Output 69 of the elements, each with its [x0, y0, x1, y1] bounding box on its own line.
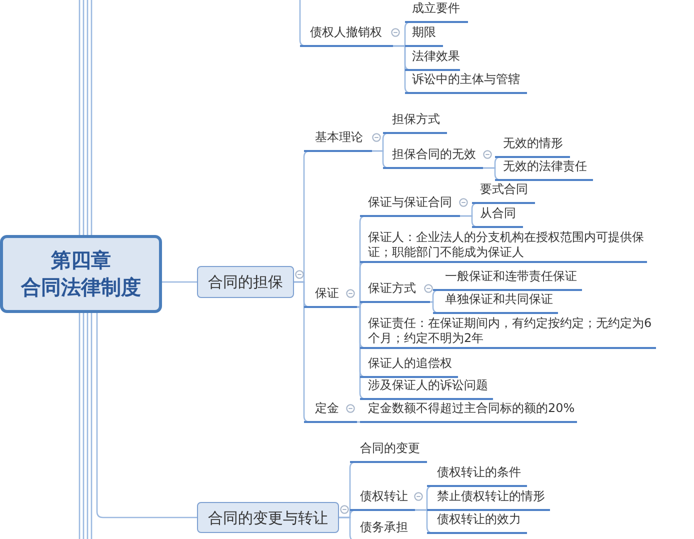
- subtopic-text: 保证人：企业法人的分支机构在授权范围内可提供保证；职能部门不能成为保证人: [368, 230, 645, 260]
- subtopic-text: 一般保证和连带责任保证: [445, 269, 577, 284]
- subtopic-text: 定金数额不得超过主合同标的额的20%: [368, 401, 575, 416]
- subtopic: [405, 25, 443, 47]
- connector-line: [78, 313, 80, 539]
- connector-line: [90, 0, 92, 235]
- subtopic-text: 保证: [315, 286, 339, 301]
- subtopic: [360, 195, 460, 217]
- subtopic-text: 保证责任：在保证期间内，有约定按约定；无约定为6个月；约定不明为2年: [368, 316, 653, 346]
- main-topic-text: 合同的变更与转让: [208, 508, 328, 526]
- central-topic-box: [0, 235, 162, 313]
- subtopic-text: 债务承担: [360, 520, 408, 535]
- connector-line: [82, 0, 84, 235]
- subtopic-text: 债权转让的效力: [437, 512, 521, 527]
- subtopic: [383, 147, 483, 169]
- subtopic-text: 期限: [412, 25, 436, 40]
- subtopic-text: 无效的情形: [503, 136, 563, 151]
- subtopic: [472, 182, 535, 204]
- main-topic-box: [197, 266, 294, 298]
- subtopic: [360, 401, 577, 423]
- subtopic-text: 保证与保证合同: [368, 195, 452, 210]
- central-topic-text: 合同法律制度: [21, 275, 141, 300]
- subtopic: [383, 112, 447, 134]
- subtopic: [427, 512, 527, 534]
- subtopic: [433, 269, 582, 291]
- subtopic-text: 法律效果: [412, 49, 460, 64]
- subtopic: [427, 465, 527, 487]
- connector-line: [357, 301, 366, 308]
- subtopic: [360, 378, 493, 400]
- subtopic: [304, 130, 372, 152]
- subtopic-text: 要式合同: [480, 182, 528, 197]
- subtopic-text: 涉及保证人的诉讼问题: [368, 378, 488, 393]
- main-topic-box: [197, 502, 339, 533]
- subtopic-text: 从合同: [480, 206, 516, 221]
- subtopic-text: 基本理论: [315, 130, 363, 145]
- subtopic: [495, 136, 570, 158]
- subtopic: [495, 159, 593, 181]
- connector-line: [357, 421, 360, 423]
- subtopic-text: 债权转让: [360, 489, 408, 504]
- subtopic-text: 担保合同的无效: [392, 147, 476, 162]
- subtopic-text: 无效的法律责任: [503, 159, 587, 174]
- connector-line: [90, 313, 92, 539]
- subtopic-text: 保证方式: [368, 281, 416, 296]
- connector-line: [162, 281, 197, 283]
- subtopic-text: 债权转让的条件: [437, 465, 521, 480]
- subtopic-text: 诉讼中的主体与管辖: [412, 72, 520, 87]
- main-topic-text: 合同的担保: [208, 273, 283, 291]
- subtopic-text: 保证人的追偿权: [368, 356, 452, 371]
- connector-line: [78, 0, 80, 235]
- subtopic-text: 合同的变更: [360, 441, 420, 456]
- subtopic-text: 单独保证和共同保证: [445, 292, 553, 307]
- subtopic: [472, 206, 523, 228]
- central-topic-text: 第四章: [51, 248, 111, 273]
- subtopic: [360, 356, 458, 378]
- connector-line: [86, 0, 88, 235]
- subtopic-text: 债权人撤销权: [310, 25, 382, 40]
- subtopic: [405, 1, 468, 23]
- subtopic: [405, 72, 527, 94]
- connector-line: [96, 313, 197, 518]
- subtopic: [433, 292, 558, 314]
- subtopic: [405, 49, 460, 71]
- subtopic: [350, 441, 427, 463]
- connector-line: [82, 313, 84, 539]
- subtopic-text: 担保方式: [392, 112, 440, 127]
- subtopic-text: 成立要件: [412, 1, 460, 16]
- subtopic: [427, 489, 550, 511]
- subtopic-text: 禁止债权转让的情形: [437, 489, 545, 504]
- connector-line: [86, 313, 88, 539]
- subtopic-text: 定金: [315, 401, 339, 416]
